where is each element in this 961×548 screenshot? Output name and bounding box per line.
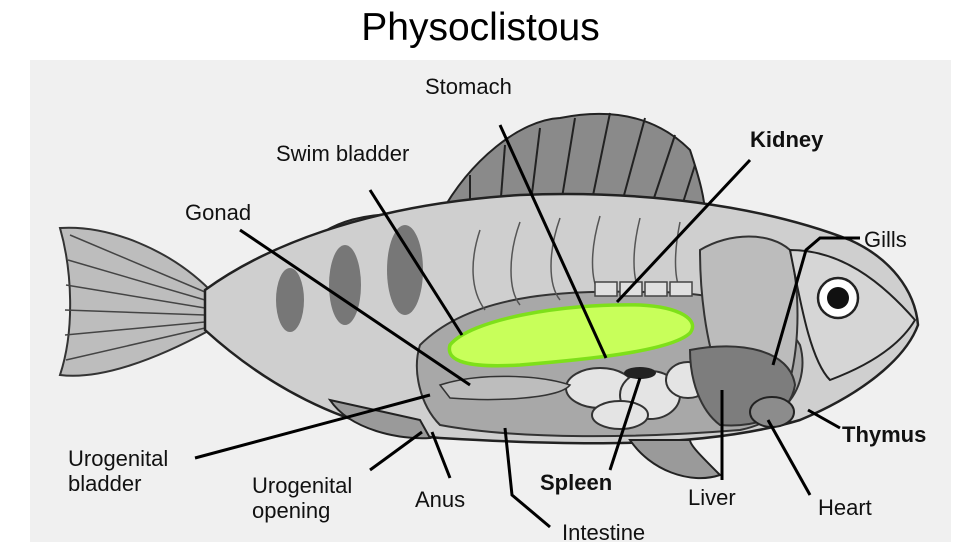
label-urogenital-opening-line2: opening	[252, 498, 352, 523]
heart	[750, 397, 794, 427]
label-urogenital-opening-line1: Urogenital	[252, 473, 352, 498]
label-stomach: Stomach	[425, 74, 512, 99]
label-heart: Heart	[818, 495, 872, 520]
label-liver: Liver	[688, 485, 736, 510]
label-spleen: Spleen	[540, 470, 612, 495]
label-intestine: Intestine	[562, 520, 645, 545]
label-urogenital-bladder-line2: bladder	[68, 471, 168, 496]
thymus-leader	[808, 410, 840, 428]
tail-fin	[60, 228, 210, 376]
label-gills: Gills	[864, 227, 907, 252]
urogenital-opening-leader	[370, 432, 422, 470]
spleen	[624, 367, 656, 379]
label-swim-bladder: Swim bladder	[276, 141, 409, 166]
label-urogenital-bladder: Urogenital bladder	[68, 446, 168, 497]
pelvic-fin	[630, 440, 720, 478]
label-anus: Anus	[415, 487, 465, 512]
label-kidney: Kidney	[750, 127, 823, 152]
label-urogenital-bladder-line1: Urogenital	[68, 446, 168, 471]
pupil	[827, 287, 849, 309]
heart-leader	[768, 420, 810, 495]
label-urogenital-opening: Urogenital opening	[252, 473, 352, 524]
label-gonad: Gonad	[185, 200, 251, 225]
label-thymus: Thymus	[842, 422, 926, 447]
